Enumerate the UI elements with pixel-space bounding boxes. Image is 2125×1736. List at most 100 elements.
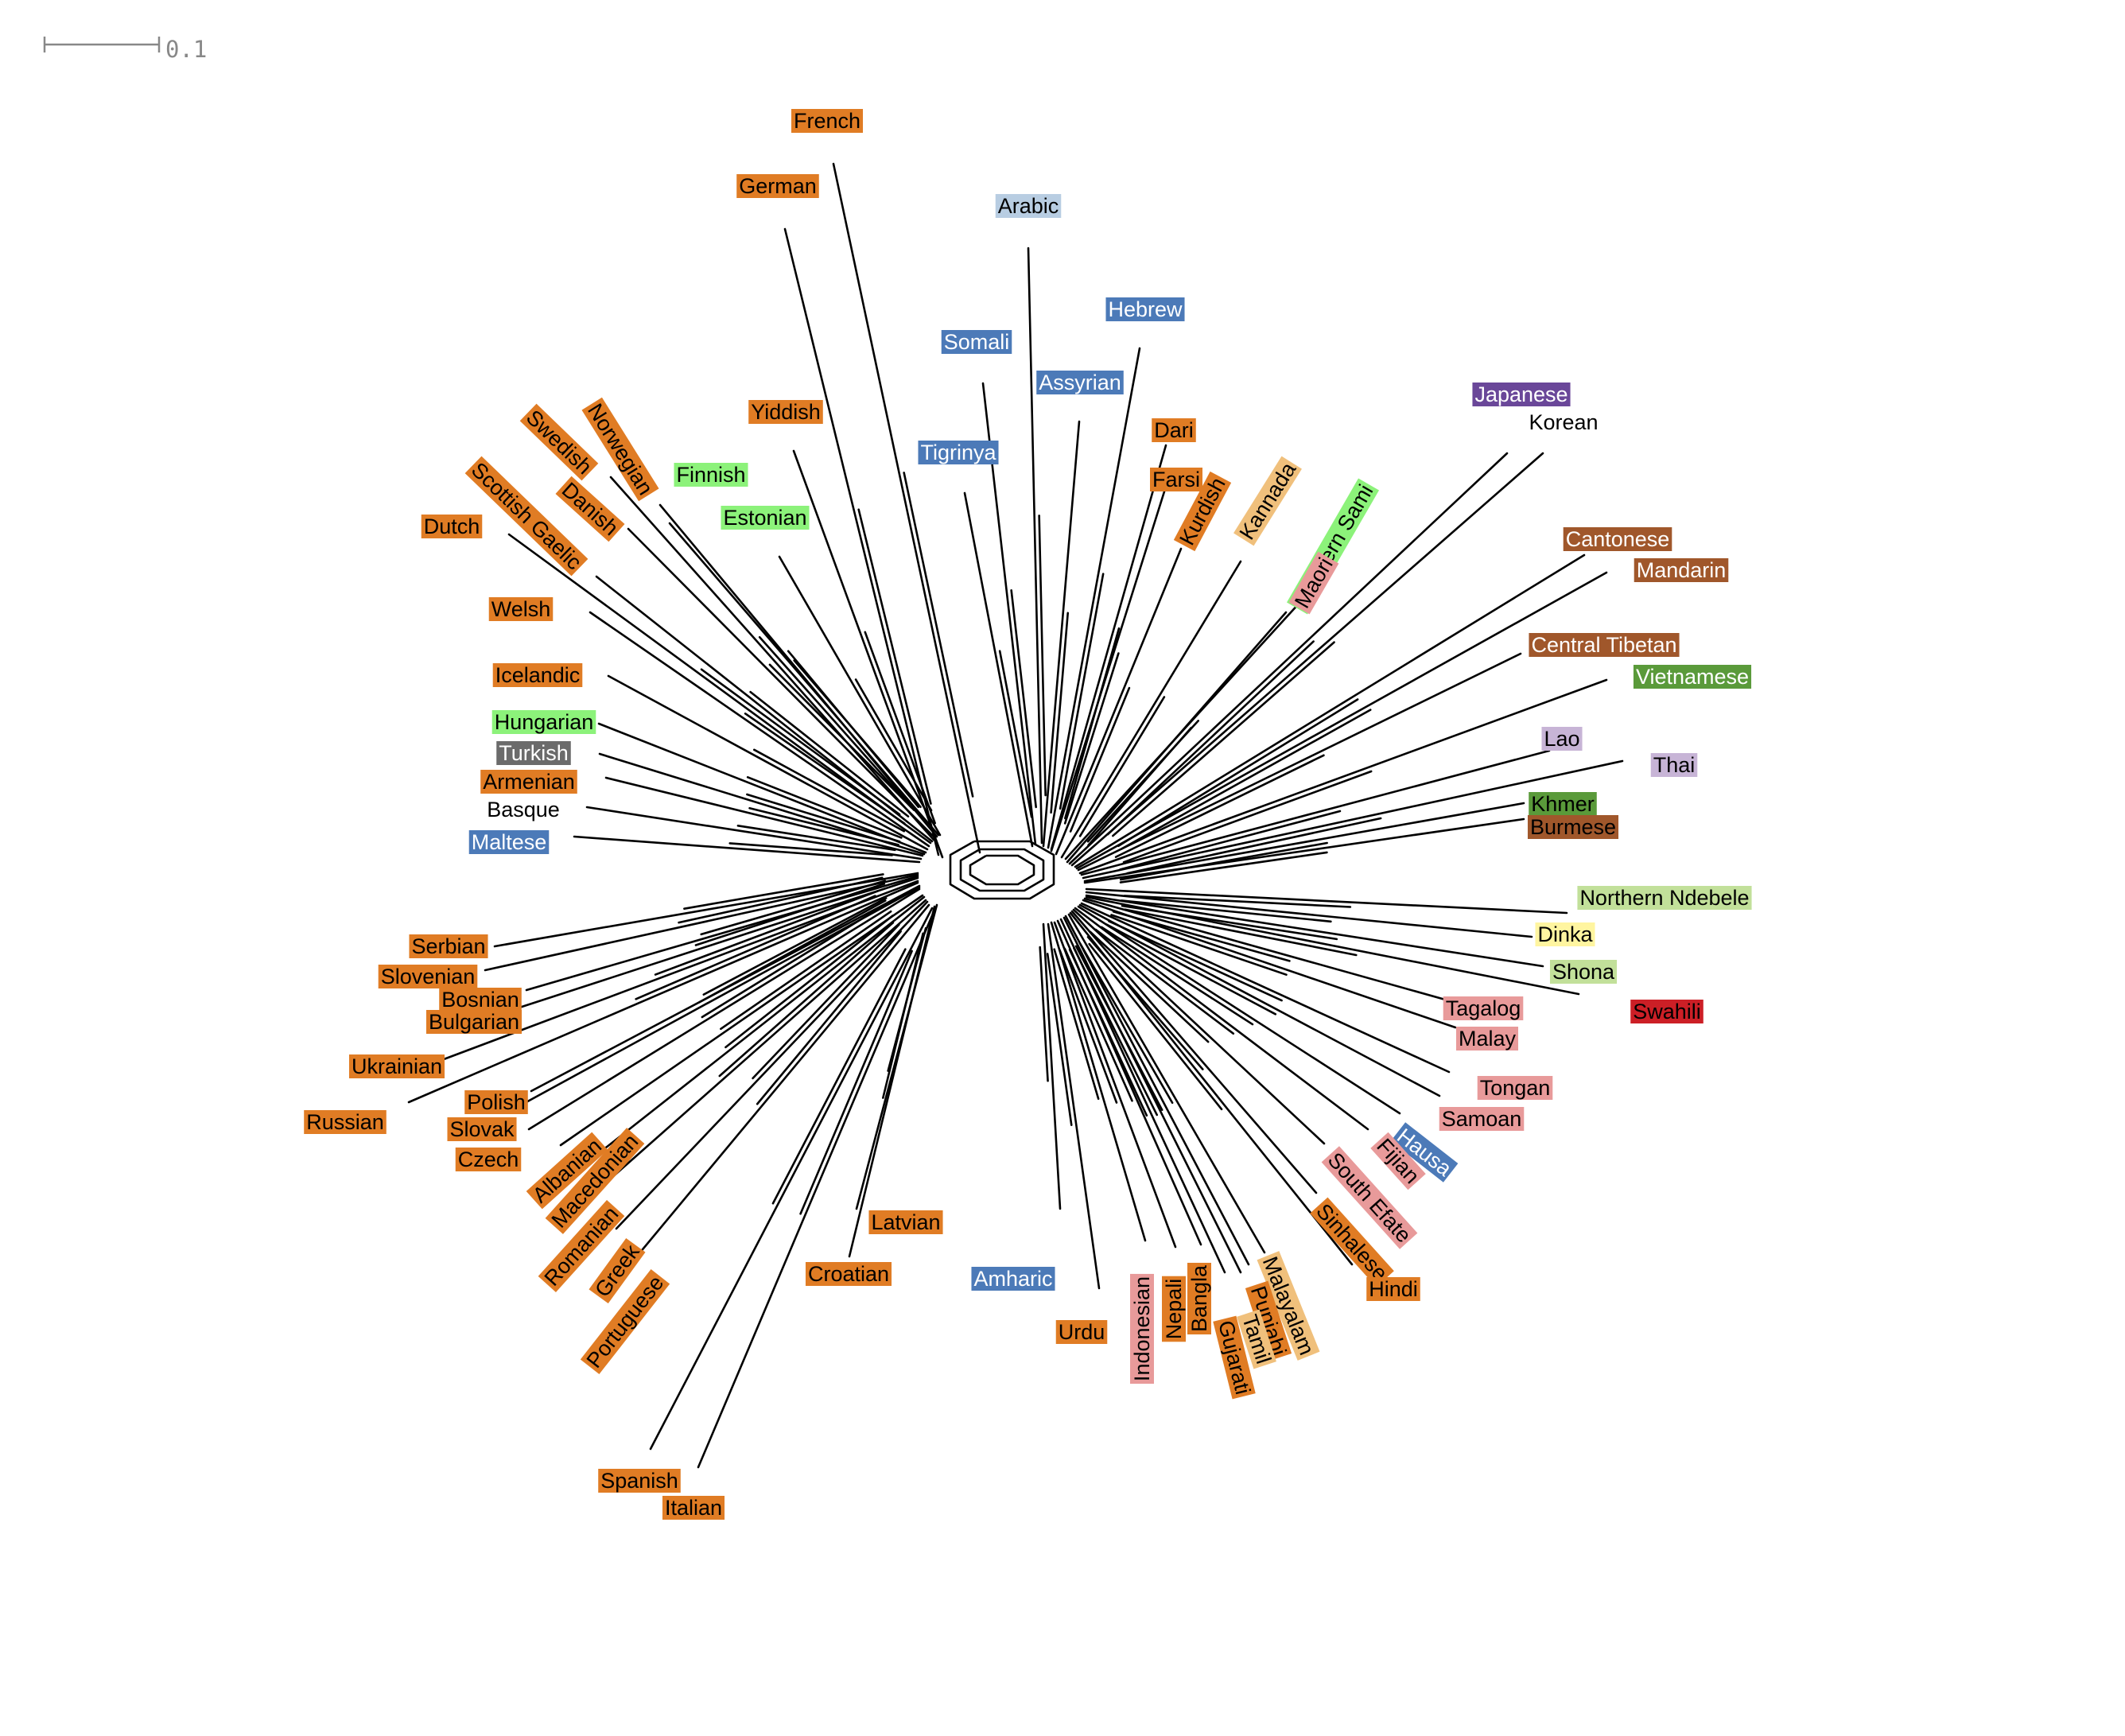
label-background	[378, 965, 478, 988]
label-croatian: Croatian	[805, 1262, 892, 1286]
edge-fijian	[1074, 907, 1369, 1131]
language-name: Mandarin	[1637, 558, 1727, 582]
label-tagalog: Tagalog	[1443, 996, 1524, 1020]
network-core	[949, 840, 1055, 900]
label-background	[1634, 558, 1729, 582]
label-french: French	[791, 109, 864, 133]
edge-kurdish	[1055, 547, 1183, 856]
edge-dari	[1050, 444, 1167, 851]
label-estonian: Estonian	[721, 506, 810, 530]
split-finnish	[793, 659, 922, 809]
label-background	[674, 463, 748, 487]
label-bangla: Bangla	[1187, 1262, 1211, 1335]
label-background	[455, 1148, 522, 1171]
label-slovenian: Slovenian	[378, 965, 478, 988]
label-background	[1535, 922, 1595, 946]
language-name: Tagalog	[1446, 996, 1521, 1020]
edge-hungarian	[597, 722, 927, 854]
edge-mandarin	[1075, 571, 1608, 870]
edge-croatian	[848, 905, 936, 1258]
language-name: Bulgarian	[429, 1010, 519, 1034]
scale-bar-label: 0.1	[165, 36, 207, 63]
label-background	[589, 1238, 646, 1303]
language-name: Urdu	[1059, 1320, 1105, 1344]
edge-burmese	[1083, 818, 1525, 884]
split-tongan	[1108, 920, 1283, 1002]
language-name: Burmese	[1530, 815, 1616, 839]
label-background	[995, 194, 1062, 218]
label-yiddish: Yiddish	[748, 400, 823, 424]
split-farsi	[1063, 652, 1120, 825]
edge-french	[832, 162, 981, 854]
language-name: Shona	[1552, 960, 1615, 984]
edge-portuguese	[622, 903, 930, 1274]
label-background	[1036, 371, 1124, 394]
edge-polish	[530, 884, 921, 1093]
edge-czech	[527, 887, 921, 1131]
language-labels: FrenchGermanArabicHebrewSomaliAssyrianYi…	[304, 109, 1752, 1520]
split-bangla	[1063, 947, 1133, 1102]
label-background	[526, 1132, 608, 1210]
split-basque	[736, 825, 896, 852]
label-cantonese: Cantonese	[1563, 527, 1672, 551]
language-name: Dutch	[424, 515, 480, 538]
language-name: Spanish	[600, 1469, 678, 1493]
edge-malayalam	[1067, 913, 1266, 1254]
label-background	[496, 741, 571, 765]
label-assyrian: Assyrian	[1036, 371, 1124, 394]
edge-italian	[697, 907, 937, 1469]
split-arabic	[1038, 515, 1047, 797]
split-german	[857, 508, 932, 805]
label-polish: Polish	[464, 1090, 528, 1114]
label-lao: Lao	[1541, 727, 1583, 751]
label-icelandic: Icelandic	[492, 663, 583, 687]
edge-hindi	[1069, 911, 1354, 1266]
language-name: Hungarian	[495, 710, 594, 734]
edge-serbian	[493, 872, 919, 948]
language-name: Hindi	[1369, 1277, 1418, 1301]
label-khmer: Khmer	[1529, 792, 1597, 816]
edge-german	[783, 227, 940, 856]
label-maori: Maori	[1288, 551, 1339, 615]
edge-basque	[585, 806, 923, 860]
label-background	[1245, 1280, 1292, 1361]
split-romanian	[718, 922, 895, 1078]
split-estonian	[854, 678, 933, 812]
language-name: Bosnian	[441, 988, 519, 1012]
language-name: Polish	[467, 1090, 526, 1114]
label-background	[1541, 727, 1583, 751]
label-background	[598, 1469, 681, 1493]
label-basque: Basque	[484, 798, 562, 821]
language-name: Vietnamese	[1636, 665, 1749, 689]
language-name: Thai	[1653, 753, 1696, 777]
label-background	[1055, 1320, 1108, 1344]
label-background	[545, 1128, 645, 1234]
language-name: Slovenian	[381, 965, 476, 988]
edge-malay	[1082, 899, 1457, 1029]
core-ring-3	[969, 854, 1035, 886]
split-swedish	[758, 635, 913, 809]
core-ring-2	[959, 848, 1045, 892]
edge-scottish-gaelic	[595, 575, 934, 843]
label-background	[918, 441, 999, 464]
edge-samoan	[1078, 903, 1441, 1097]
label-background	[480, 770, 577, 794]
label-background	[736, 174, 819, 198]
label-japanese: Japanese	[1472, 383, 1571, 406]
label-background	[421, 515, 483, 538]
edge-slovenian	[484, 873, 919, 972]
language-name: Danish	[557, 478, 624, 541]
label-background	[1310, 1197, 1394, 1287]
label-samoan: Samoan	[1439, 1107, 1525, 1131]
split-italian	[799, 950, 913, 1215]
split-nepali	[1059, 949, 1118, 1104]
language-name: Icelandic	[495, 663, 581, 687]
label-background	[1130, 1273, 1154, 1385]
language-name: Slovak	[449, 1117, 515, 1141]
scale-bar: 0.1	[43, 36, 207, 63]
edge-tigrinya	[963, 491, 1034, 848]
label-background	[304, 1110, 387, 1134]
label-spanish: Spanish	[598, 1469, 681, 1493]
label-indonesian: Indonesian	[1130, 1273, 1154, 1385]
